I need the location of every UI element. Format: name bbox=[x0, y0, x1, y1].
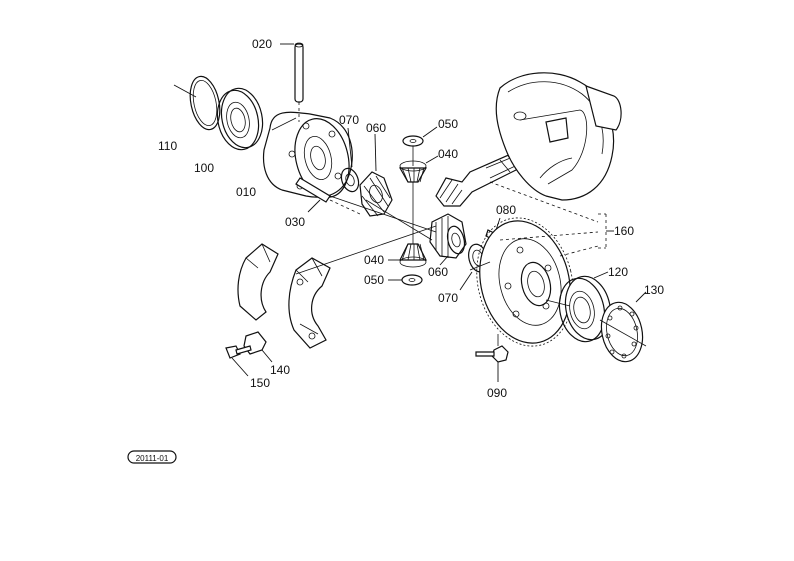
part-060-side-gear-top[interactable] bbox=[359, 133, 393, 217]
part-110-snap-ring[interactable] bbox=[173, 74, 224, 133]
label-050-bottom: 050 bbox=[364, 273, 384, 287]
part-060-side-gear-bottom[interactable] bbox=[429, 213, 467, 266]
label-150: 150 bbox=[250, 376, 270, 390]
figure-id: 20111-01 bbox=[136, 454, 169, 463]
label-140: 140 bbox=[270, 363, 290, 377]
label-060-top: 060 bbox=[366, 121, 386, 135]
part-050-washer-top[interactable] bbox=[402, 126, 438, 147]
part-100-bearing[interactable] bbox=[212, 84, 268, 153]
assembly-lines bbox=[295, 146, 647, 347]
figure-id-badge: 20111-01 bbox=[127, 450, 177, 464]
label-130: 130 bbox=[644, 283, 664, 297]
label-100: 100 bbox=[194, 161, 214, 175]
part-010-differential-case[interactable] bbox=[262, 111, 357, 203]
part-040-pinion-bottom[interactable] bbox=[388, 243, 427, 268]
label-050-top: 050 bbox=[438, 117, 458, 131]
label-010: 010 bbox=[236, 185, 256, 199]
part-070-washer-top[interactable] bbox=[338, 127, 361, 194]
label-070-bottom: 070 bbox=[438, 291, 458, 305]
label-070-top: 070 bbox=[339, 113, 359, 127]
label-120: 120 bbox=[608, 265, 628, 279]
label-110: 110 bbox=[158, 139, 177, 153]
part-labels: 020 050 070 060 040 110 100 010 030 080 … bbox=[158, 37, 664, 400]
part-040-pinion-top[interactable] bbox=[398, 155, 439, 183]
axle-housing bbox=[495, 72, 622, 201]
label-030: 030 bbox=[285, 215, 305, 229]
bearing-cap-left[interactable] bbox=[237, 243, 279, 321]
part-050-washer-bottom[interactable] bbox=[388, 274, 423, 286]
ring-gear[interactable] bbox=[464, 208, 587, 357]
part-120-bearing[interactable] bbox=[554, 271, 616, 346]
label-040-bottom: 040 bbox=[364, 253, 384, 267]
part-020-pin[interactable] bbox=[280, 42, 304, 122]
label-040-top: 040 bbox=[438, 147, 458, 161]
label-060-bottom: 060 bbox=[428, 265, 448, 279]
label-160: 160 bbox=[614, 224, 634, 238]
part-150-bolt[interactable] bbox=[225, 345, 252, 377]
label-020: 020 bbox=[252, 37, 272, 51]
bearing-cap-right[interactable] bbox=[288, 257, 331, 349]
label-090: 090 bbox=[487, 386, 507, 400]
part-030-shaft[interactable] bbox=[295, 177, 361, 215]
label-080: 080 bbox=[496, 203, 516, 217]
part-090-bolt[interactable] bbox=[475, 345, 509, 382]
